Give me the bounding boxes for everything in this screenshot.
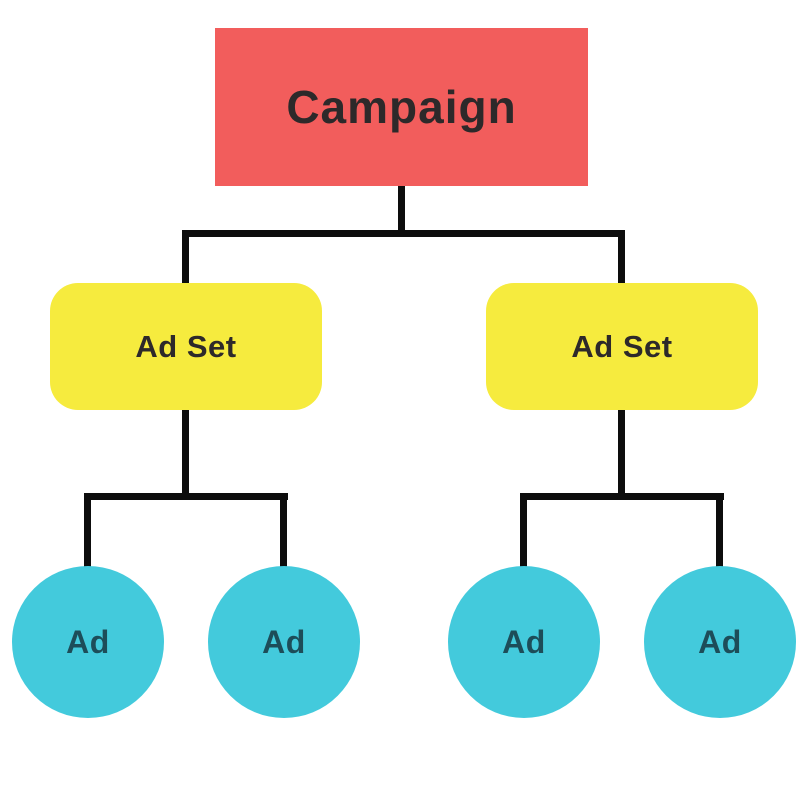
- ad-node-2: Ad: [208, 566, 360, 718]
- ad-node-3: Ad: [448, 566, 600, 718]
- connector-adset-right-drop: [618, 230, 625, 286]
- connector-adset-right-stem: [618, 408, 625, 500]
- ad-set-node-right: Ad Set: [486, 283, 758, 410]
- connector-ad2-drop: [280, 493, 287, 571]
- connector-ad1-drop: [84, 493, 91, 571]
- connector-campaign-drop: [398, 184, 405, 237]
- connector-ad3-drop: [520, 493, 527, 571]
- ad-label: Ad: [502, 623, 546, 660]
- ad-node-1: Ad: [12, 566, 164, 718]
- ad-set-node-left: Ad Set: [50, 283, 322, 410]
- ad-label: Ad: [66, 623, 110, 660]
- connector-adset-left-drop: [182, 230, 189, 286]
- connector-level2-left-bar: [84, 493, 288, 500]
- connector-adset-left-stem: [182, 408, 189, 500]
- ad-node-4: Ad: [644, 566, 796, 718]
- connector-level1-bar: [182, 230, 625, 237]
- ad-label: Ad: [698, 623, 742, 660]
- campaign-label: Campaign: [286, 81, 517, 133]
- connector-level2-right-bar: [520, 493, 724, 500]
- ad-set-label: Ad Set: [135, 328, 237, 364]
- ad-label: Ad: [262, 623, 306, 660]
- ad-set-label: Ad Set: [571, 328, 673, 364]
- campaign-node: Campaign: [215, 28, 588, 186]
- connector-ad4-drop: [716, 493, 723, 571]
